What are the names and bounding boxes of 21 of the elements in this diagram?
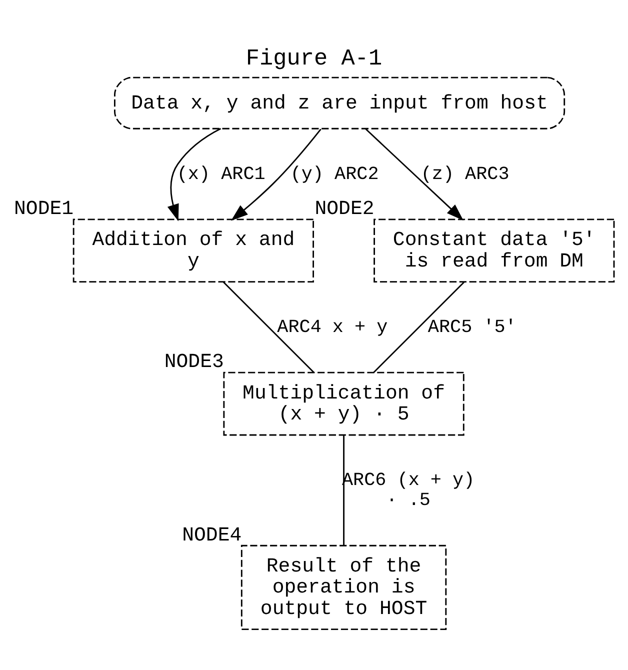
arrow [231,128,322,221]
edge-label: ARC4 x + y [277,317,388,338]
edge-label: ARC5 '5' [428,317,516,338]
node-label: NODE2 [314,197,374,220]
edge-label: (y) ARC2 [290,164,379,185]
node-box: Constant data '5' is read from DM [374,218,615,283]
edge-label: (z) ARC3 [420,164,510,185]
arrow [365,128,464,220]
edge-label: (x) ARC1 [176,164,266,185]
node-label: NODE3 [164,350,224,374]
connector [373,282,465,373]
node-box: Multiplication of (x + y) · 5 [223,372,464,436]
node-box: Result of the operation is output to HOST [240,544,447,630]
connector [343,435,344,546]
connector [223,282,314,373]
node-box: Data x, y and z are input from host [114,76,566,130]
diagram-title: Figure A-1 [246,46,382,72]
node-box: Addition of x and y [72,218,314,283]
node-label: NODE4 [182,523,242,546]
arrow [167,128,222,222]
node-label: NODE1 [14,197,74,220]
